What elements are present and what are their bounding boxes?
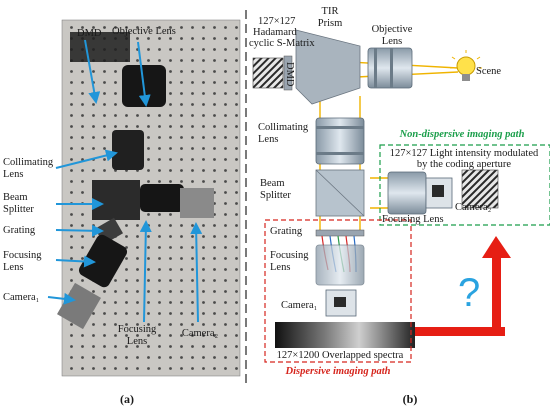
camera1 <box>325 289 357 317</box>
label-light-intensity-1: 127×127 Light intensity modulated <box>390 148 539 159</box>
focusing-lens-arrow-left <box>55 255 96 268</box>
focusing-lens-down <box>315 244 365 286</box>
collimating-lens-arrow <box>55 149 118 169</box>
label-objective-lens-a: Objective Lens <box>112 26 176 37</box>
label-collimating-a-1: Collimating <box>3 157 54 168</box>
label-hadamard-1: 127×127 <box>258 16 295 27</box>
label-camera2-a: Camera₂ <box>182 328 219 339</box>
label-scene: Scene <box>476 66 501 77</box>
label-focusing-bottom-1: Focusing <box>118 324 157 335</box>
focusing-lens-arrow-bottom <box>139 220 152 323</box>
dmd-hardware <box>70 32 130 62</box>
collimating-lens-hardware <box>112 130 144 170</box>
beam-splitter-hardware <box>92 180 140 220</box>
collimating-lens <box>315 117 365 165</box>
question-mark: ? <box>458 271 480 315</box>
nondispersive-box <box>379 144 550 226</box>
label-grating-b: Grating <box>270 226 303 237</box>
label-collimating-a-2: Lens <box>3 169 23 180</box>
hadamard-pattern <box>252 57 284 89</box>
label-spectra: 127×1200 Overlapped spectra <box>277 350 404 361</box>
label-camera2-b: Camera₂ <box>455 202 492 213</box>
tir-prism <box>295 29 361 105</box>
modulated-pattern <box>461 169 499 209</box>
grating <box>315 229 365 237</box>
focusing-lens-hardware-right <box>140 184 184 212</box>
grating-arrow <box>55 224 104 237</box>
label-nondispersive-path: Non-dispersive imaging path <box>399 129 525 140</box>
label-hadamard-2: Hadamard <box>253 27 297 38</box>
focusing-lens-right <box>387 171 427 215</box>
dispersive-box <box>264 219 412 363</box>
label-beam-splitter-b-1: Beam <box>260 178 285 189</box>
label-objective-b-2: Lens <box>382 36 402 47</box>
label-camera1-b: Camera₁ <box>281 300 317 311</box>
scene-bulb-icon <box>450 50 482 81</box>
focusing-lens-hardware-left <box>78 234 128 288</box>
label-beam-splitter-a-1: Beam <box>3 192 28 203</box>
camera1-hardware <box>57 282 101 330</box>
camera2-hardware <box>180 188 214 218</box>
label-beam-splitter-b-2: Splitter <box>260 190 291 201</box>
label-collimating-b-2: Lens <box>258 134 278 145</box>
label-focusing-b-1: Focusing <box>270 250 309 261</box>
label-beam-splitter-a-2: Splitter <box>3 204 34 215</box>
label-grating-a: Grating <box>3 225 36 236</box>
label-objective-b-1: Objective <box>372 24 413 35</box>
label-dmd-b: DMD <box>284 62 295 87</box>
dmd-arrow <box>84 39 101 104</box>
camera1-arrow <box>47 292 76 305</box>
label-dispersive-path: Dispersive imaging path <box>284 366 390 377</box>
label-focusing-bottom-2: Lens <box>127 336 147 347</box>
label-dmd-a: DMD <box>77 28 102 39</box>
label-tir-2: Prism <box>318 18 343 29</box>
label-tir-1: TIR <box>322 6 339 17</box>
red-arrow <box>415 236 511 336</box>
label-camera1-a: Camera₁ <box>3 292 39 303</box>
overlapped-spectra <box>275 322 415 348</box>
photo-panel <box>47 19 241 377</box>
label-focusing-b-2: Lens <box>270 262 290 273</box>
dmd-block <box>283 55 293 91</box>
label-focusing-right: Focusing Lens <box>382 214 444 225</box>
label-focusing-a-1: Focusing <box>3 250 42 261</box>
caption-a: (a) <box>120 392 134 406</box>
caption-b: (b) <box>403 392 418 406</box>
label-light-intensity-2: by the coding aperture <box>417 159 512 170</box>
label-hadamard-3: cyclic S-Matrix <box>249 38 315 49</box>
objective-lens-arrow <box>137 41 151 107</box>
camera2-arrow <box>190 222 203 323</box>
label-collimating-b-1: Collimating <box>258 122 309 133</box>
label-focusing-a-2: Lens <box>3 262 23 273</box>
